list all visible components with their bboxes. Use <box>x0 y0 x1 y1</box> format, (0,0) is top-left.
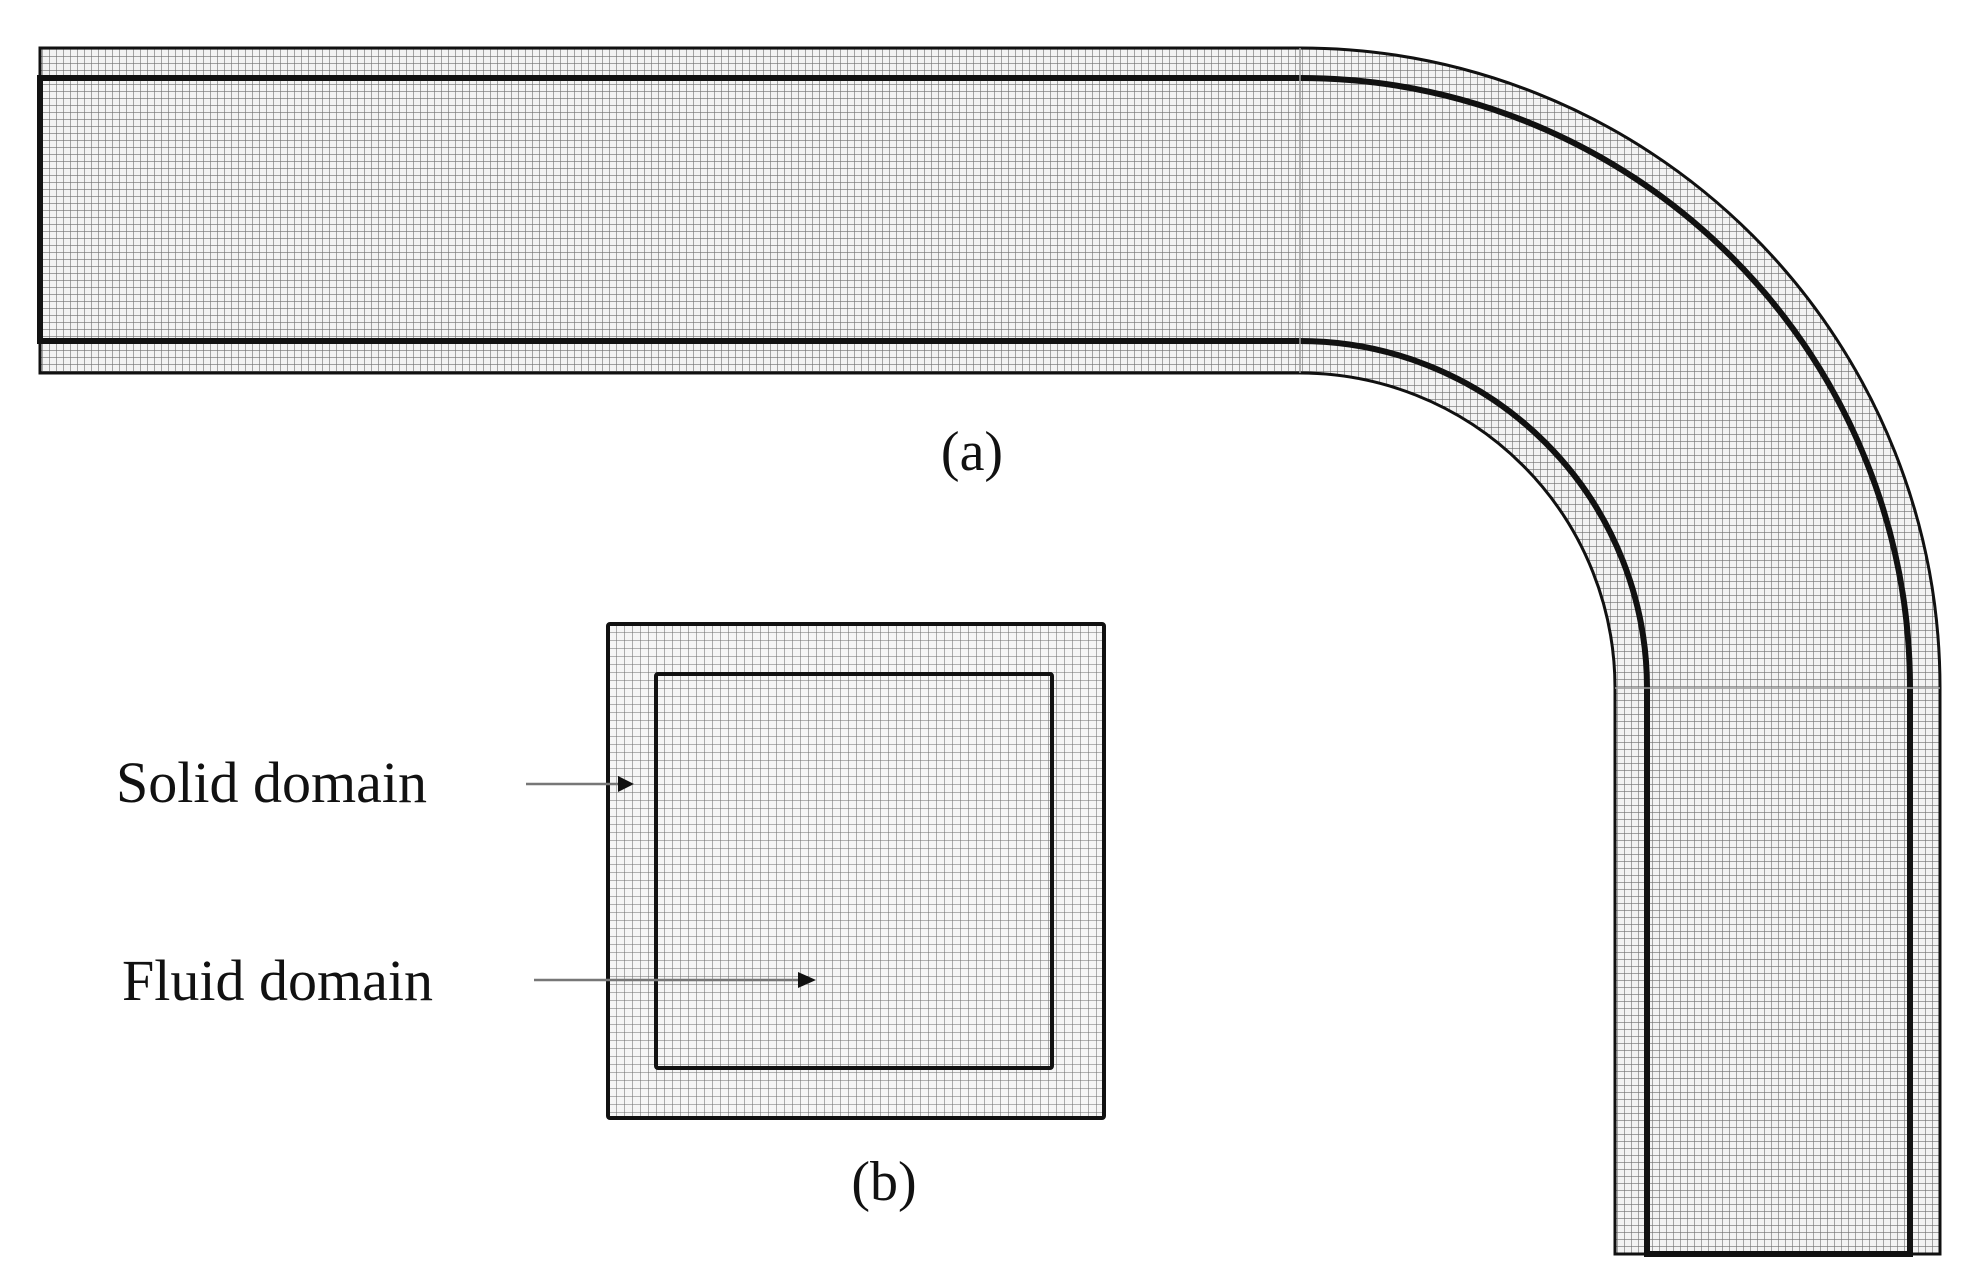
solid-domain-arrowhead <box>618 776 634 792</box>
cross-section-fluid-domain-mesh <box>654 672 1054 1070</box>
solid-domain-label: Solid domain <box>116 750 427 815</box>
panel-a-label: (a) <box>941 421 1003 483</box>
fluid-domain-arrowhead <box>798 972 816 988</box>
panel-b-label: (b) <box>851 1151 916 1213</box>
fluid-domain-label: Fluid domain <box>122 948 433 1013</box>
channel-fluid-domain-mesh <box>37 75 1913 1257</box>
